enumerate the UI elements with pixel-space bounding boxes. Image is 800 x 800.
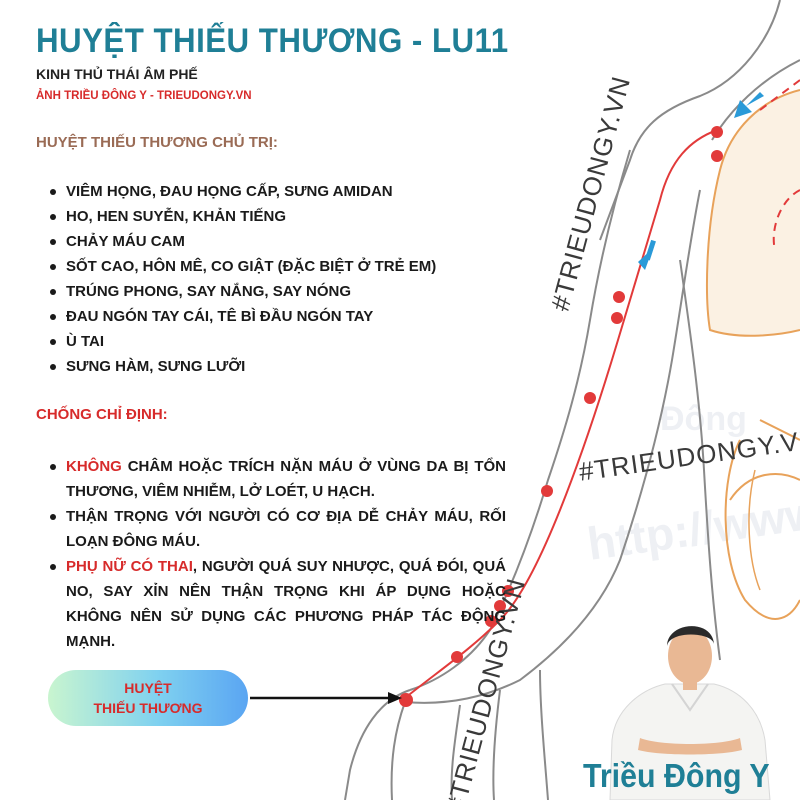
faint-url-watermark: http://www.trie [584, 474, 800, 570]
arrow-down-left-icon [734, 92, 764, 118]
lung-outline [706, 89, 800, 337]
hand-outline [344, 689, 411, 800]
contraindication-item: PHỤ NỮ CÓ THAI, NGƯỜI QUÁ SUY NHƯỢC, QUÁ… [36, 554, 506, 654]
page-title: HUYỆT THIẾU THƯƠNG - LU11 [36, 22, 509, 60]
meridian-subtitle: KINH THỦ THÁI ÂM PHẾ [36, 66, 198, 82]
bullet-icon [50, 364, 56, 370]
bullet-icon [50, 514, 56, 520]
indication-item: SƯNG HÀM, SƯNG LƯỠI [36, 354, 456, 379]
bullet-icon [50, 339, 56, 345]
warning-highlight: PHỤ NỮ CÓ THAI [66, 558, 193, 575]
flow-arrow-icons [638, 92, 764, 270]
bullet-icon [50, 564, 56, 570]
intestine-outline [724, 439, 800, 620]
bullet-icon [50, 189, 56, 195]
contraindications-list: KHÔNG CHÂM HOẶC TRÍCH NẶN MÁU Ở VÙNG DA … [36, 454, 506, 654]
arm-inner-outline [404, 189, 701, 704]
indication-item: ĐAU NGÓN TAY CÁI, TÊ BÌ ĐẦU NGÓN TAY [36, 304, 456, 329]
presenter-portrait [609, 626, 771, 800]
bullet-icon [50, 464, 56, 470]
bullet-icon [50, 264, 56, 270]
indication-item: CHẢY MÁU CAM [36, 229, 456, 254]
indication-item: TRÚNG PHONG, SAY NẮNG, SAY NÓNG [36, 279, 456, 304]
acupoint-label-line2: THIẾU THƯƠNG [93, 700, 203, 716]
indication-item: SỐT CAO, HÔN MÊ, CO GIẬT (ĐẶC BIỆT Ở TRẺ… [36, 254, 456, 279]
bullet-icon [50, 314, 56, 320]
bullet-icon [50, 289, 56, 295]
shoulder-outline [599, 0, 781, 241]
acupoint-label-line1: HUYỆT [124, 680, 172, 696]
acupoint-dots [399, 126, 723, 707]
warning-highlight: KHÔNG [66, 458, 122, 475]
contraindications-heading: CHỐNG CHỈ ĐỊNH: [36, 406, 168, 423]
pointer-arrowhead-icon [388, 692, 402, 704]
indications-list: VIÊM HỌNG, ĐAU HỌNG CẤP, SƯNG AMIDAN HO,… [36, 179, 456, 379]
indication-item: VIÊM HỌNG, ĐAU HỌNG CẤP, SƯNG AMIDAN [36, 179, 456, 204]
contraindication-item: THẬN TRỌNG VỚI NGƯỜI CÓ CƠ ĐỊA DỄ CHẢY M… [36, 504, 506, 554]
image-credit: ẢNH TRIỀU ĐÔNG Y - TRIEUDONGY.VN [36, 90, 252, 102]
bullet-icon [50, 214, 56, 220]
indication-item: HO, HEN SUYỄN, KHẢN TIẾNG [36, 204, 456, 229]
contraindication-item: KHÔNG CHÂM HOẶC TRÍCH NẶN MÁU Ở VÙNG DA … [36, 454, 506, 504]
bullet-icon [50, 239, 56, 245]
lung-meridian-line [404, 129, 718, 699]
indications-heading: HUYỆT THIẾU THƯƠNG CHỦ TRỊ: [36, 134, 278, 151]
indication-item: Ù TAI [36, 329, 456, 354]
lu11-point [399, 693, 413, 707]
brand-name: Triều Đông Y [583, 757, 770, 794]
acupoint-label-pill: HUYỆT THIẾU THƯƠNG [48, 670, 248, 726]
faint-logo-watermark: Đông [660, 400, 747, 438]
arm-outer-outline [409, 149, 631, 691]
